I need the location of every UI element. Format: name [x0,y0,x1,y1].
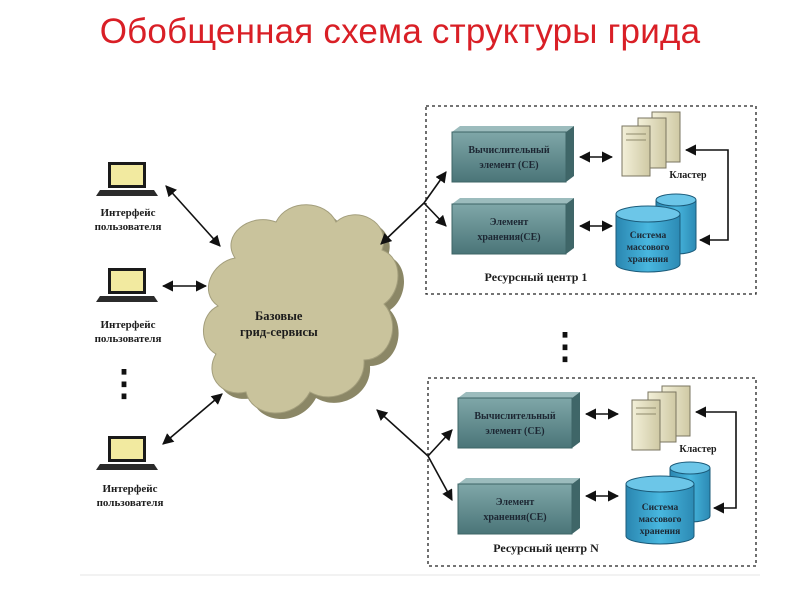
mass-storage-label-line2: массового [639,515,682,525]
storage-element-label-line1: Элемент [496,497,535,508]
laptop-icon [96,162,158,196]
mass-storage-label-line1: Система [642,503,679,513]
storage-element-label-line2: хранения(CE) [477,232,540,243]
cloud-rcN-arrow [376,409,429,457]
compute-element-label-line2: элемент (CE) [485,426,544,437]
cluster-storage-link [694,406,737,514]
resource-center-1: Вычислительный элемент (CE) Элемент хран… [425,105,757,295]
user1-cloud-arrow [165,185,221,247]
resource-centers-ellipsis: ⋮ [547,325,583,366]
rcN-split-lower [427,455,453,501]
mass-storage-label-line3: хранения [640,527,681,537]
user-interface-label-line1: Интерфейс [100,319,155,331]
cloud-label-line1: Базовые [255,309,303,323]
storage-element-label-line1: Элемент [490,217,529,228]
rc1-split-lower [423,202,447,227]
rcN-split-upper [427,429,453,457]
user-interface-label-line1: Интерфейс [102,483,157,495]
mass-storage-label-line3: хранения [628,255,669,265]
compute-element-label-line1: Вычислительный [474,411,556,422]
user-interface-label-line2: пользователя [95,333,162,345]
mass-storage-label-line1: Система [630,231,667,241]
resource-center-label: Ресурсный центр N [493,541,599,555]
server-cluster-icon [621,111,681,177]
slide-title: Обобщенная схема структуры грида [99,12,701,51]
resource-center-n: Вычислительный элемент (CE) Элемент хран… [427,377,757,567]
server-cluster-icon [631,385,691,451]
grid-services-cloud: Базовые грид-сервисы [203,204,404,420]
storage-element-box: Элемент хранения(CE) [457,478,580,535]
compute-element-label-line1: Вычислительный [468,145,550,156]
compute-element-label-line2: элемент (CE) [479,160,538,171]
compute-element-box: Вычислительный элемент (CE) [451,126,574,183]
mass-storage-label-line2: массового [627,243,670,253]
storage-element-label-line2: хранения(CE) [483,512,546,523]
laptop-icon [96,268,158,302]
cluster-storage-link [684,144,729,246]
cluster-label: Кластер [679,444,717,455]
resource-center-label: Ресурсный центр 1 [485,270,588,284]
user-interface-label-line2: пользователя [95,221,162,233]
compute-element-box: Вычислительный элемент (CE) [457,392,580,449]
cluster-label: Кластер [669,170,707,181]
users-ellipsis: ⋮ [106,362,142,403]
user-interface-2: Интерфейс пользователя [95,268,162,345]
laptop-icon [96,436,158,470]
storage-element-box: Элемент хранения(CE) [451,198,574,255]
user-interface-label-line1: Интерфейс [100,207,155,219]
user-interface-label-line2: пользователя [97,497,164,509]
rc1-split-upper [423,171,447,204]
cloud-label-line2: грид-сервисы [240,325,318,339]
cloud-rc1-arrow [380,202,425,245]
user3-cloud-arrow [162,393,223,445]
user-interface-3: Интерфейс пользователя [96,436,163,509]
user-interface-1: Интерфейс пользователя [95,162,162,233]
